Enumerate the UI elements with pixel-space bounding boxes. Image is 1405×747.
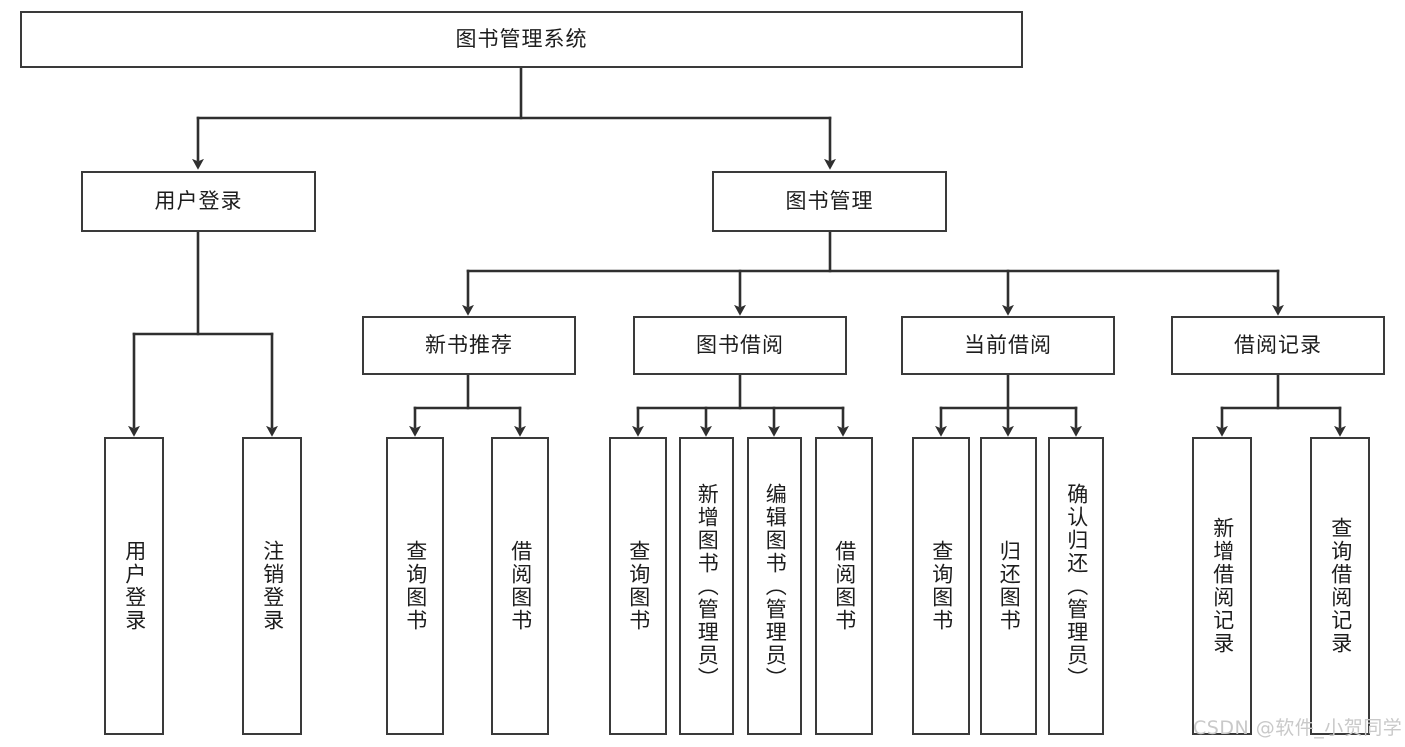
- leaf-nb-borrow-book-label: 借阅图书: [508, 540, 533, 632]
- leaf-cb-return-book-label: 归还图书: [997, 540, 1022, 632]
- leaf-bb-borrow-book[interactable]: 借阅图书: [815, 437, 873, 735]
- leaf-bb-add-book-admin-label: 新增图书（管理员）: [695, 482, 720, 690]
- node-book-borrow-label: 图书借阅: [696, 332, 784, 357]
- node-root-label: 图书管理系统: [455, 26, 588, 51]
- node-new-book-recommend[interactable]: 新书推荐: [362, 316, 576, 375]
- leaf-cb-query-book[interactable]: 查询图书: [912, 437, 970, 735]
- leaf-bb-edit-book-admin-label: 编辑图书（管理员）: [763, 482, 788, 690]
- node-borrow-record[interactable]: 借阅记录: [1171, 316, 1385, 375]
- node-user-login[interactable]: 用户登录: [81, 171, 316, 232]
- leaf-nb-query-book[interactable]: 查询图书: [386, 437, 444, 735]
- leaf-logout-label: 注销登录: [260, 540, 285, 632]
- leaf-cb-confirm-return-admin[interactable]: 确认归还（管理员）: [1048, 437, 1104, 735]
- leaf-logout[interactable]: 注销登录: [242, 437, 302, 735]
- node-current-borrow[interactable]: 当前借阅: [901, 316, 1115, 375]
- node-book-borrow[interactable]: 图书借阅: [633, 316, 847, 375]
- leaf-br-add-record[interactable]: 新增借阅记录: [1192, 437, 1252, 735]
- leaf-nb-query-book-label: 查询图书: [403, 540, 428, 632]
- leaf-cb-query-book-label: 查询图书: [929, 540, 954, 632]
- leaf-user-login[interactable]: 用户登录: [104, 437, 164, 735]
- leaf-cb-return-book[interactable]: 归还图书: [980, 437, 1037, 735]
- node-book-management-label: 图书管理: [785, 188, 874, 213]
- node-current-borrow-label: 当前借阅: [964, 332, 1052, 357]
- leaf-br-query-record[interactable]: 查询借阅记录: [1310, 437, 1370, 735]
- leaf-nb-borrow-book[interactable]: 借阅图书: [491, 437, 549, 735]
- leaf-cb-confirm-return-admin-label: 确认归还（管理员）: [1064, 482, 1089, 690]
- node-book-management[interactable]: 图书管理: [712, 171, 947, 232]
- node-new-book-recommend-label: 新书推荐: [425, 332, 513, 357]
- leaf-bb-add-book-admin[interactable]: 新增图书（管理员）: [679, 437, 734, 735]
- leaf-bb-query-book[interactable]: 查询图书: [609, 437, 667, 735]
- leaf-user-login-label: 用户登录: [122, 540, 147, 632]
- node-user-login-label: 用户登录: [154, 188, 243, 213]
- leaf-br-query-record-label: 查询借阅记录: [1328, 517, 1353, 655]
- leaf-bb-query-book-label: 查询图书: [626, 540, 651, 632]
- node-root-book-management-system[interactable]: 图书管理系统: [20, 11, 1023, 68]
- leaf-br-add-record-label: 新增借阅记录: [1210, 517, 1235, 655]
- node-borrow-record-label: 借阅记录: [1234, 332, 1322, 357]
- leaf-bb-edit-book-admin[interactable]: 编辑图书（管理员）: [747, 437, 802, 735]
- leaf-bb-borrow-book-label: 借阅图书: [832, 540, 857, 632]
